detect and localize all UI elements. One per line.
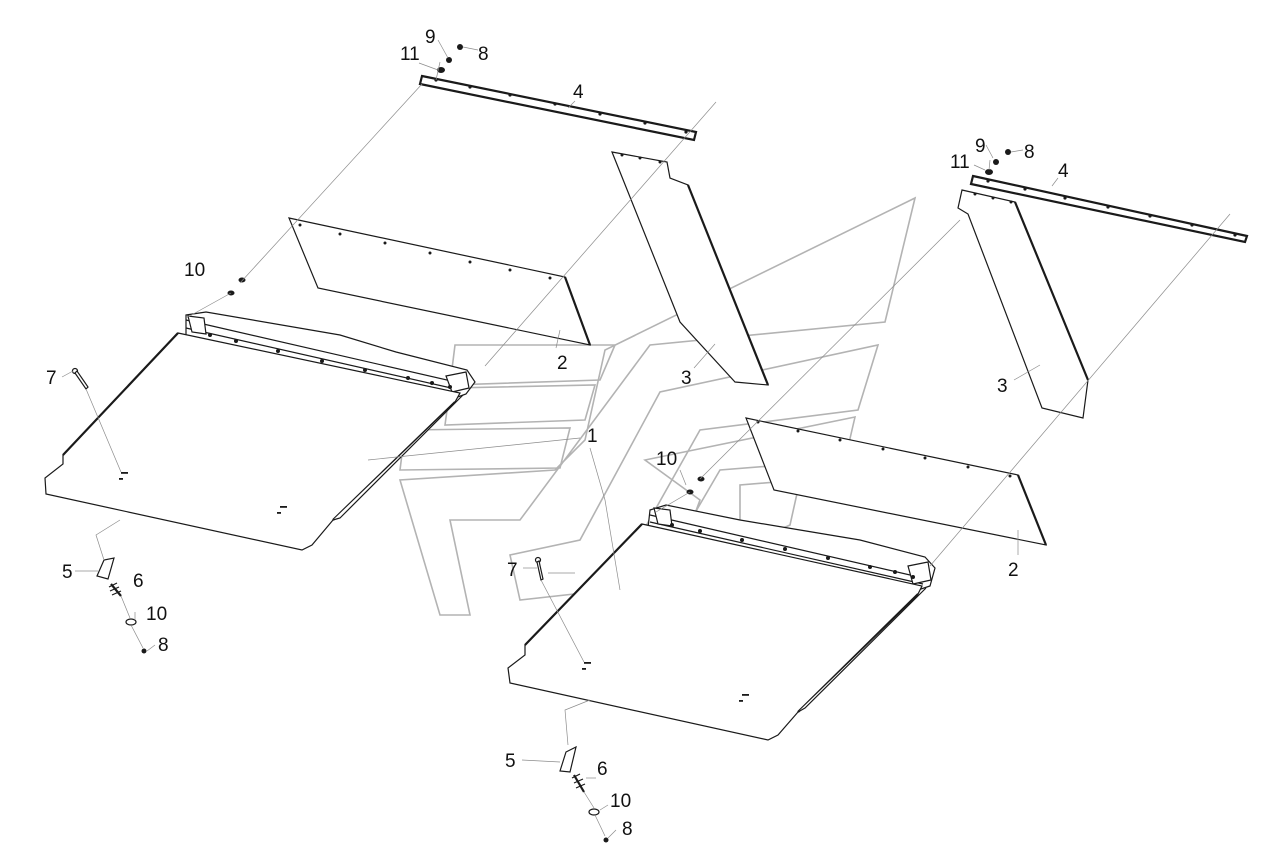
callout-9: 9 [975,136,986,157]
callout-6: 6 [133,571,144,592]
left-callouts: 9 11 8 4 10 2 3 7 1 5 6 10 8 [46,27,692,656]
left-latch-parts [96,557,147,654]
callout-11: 11 [950,152,970,173]
callout-8: 8 [622,819,633,840]
right-panel-part-2 [745,417,1048,546]
right-panel-part-3 [957,189,1090,419]
callout-5: 5 [62,562,73,583]
callout-10: 10 [656,449,677,470]
callout-8: 8 [158,635,169,656]
callout-5: 5 [505,751,516,772]
right-pin-part-7 [534,556,544,581]
right-strip-part-4 [969,174,1249,244]
left-pin-part-7 [71,367,89,390]
callout-2: 2 [1008,560,1019,581]
callout-11: 11 [400,44,420,65]
right-latch-parts [559,745,609,843]
callout-7: 7 [507,560,518,581]
left-assembly [44,39,770,654]
right-assembly [507,144,1249,843]
watermark-logo [398,196,917,616]
right-callouts: 9 11 8 4 3 10 2 7 5 6 10 8 [505,136,1069,840]
right-leader-lines [521,144,1231,839]
callout-2: 2 [557,353,568,374]
left-panel-part-3 [611,151,770,386]
right-washers-part-10 [686,476,705,495]
left-top-fasteners [437,44,463,73]
left-tray-part-1 [44,332,464,551]
callout-4: 4 [1058,161,1069,182]
left-panel-part-2 [288,217,592,346]
callout-10: 10 [610,791,631,812]
left-strip-part-4 [418,74,698,142]
right-tray-part-1 [507,523,927,741]
callout-7: 7 [46,368,57,389]
callout-3: 3 [997,376,1008,397]
callout-9: 9 [425,27,436,48]
callout-10: 10 [146,604,167,625]
callout-1: 1 [587,426,598,447]
callout-10: 10 [184,260,205,281]
callout-8: 8 [1024,142,1035,163]
callout-3: 3 [681,368,692,389]
right-top-fasteners [985,149,1011,175]
callout-6: 6 [597,759,608,780]
callout-4: 4 [573,82,584,103]
right-hinge-bar [647,504,936,591]
left-leader-lines [61,39,717,652]
callout-8: 8 [478,44,489,65]
